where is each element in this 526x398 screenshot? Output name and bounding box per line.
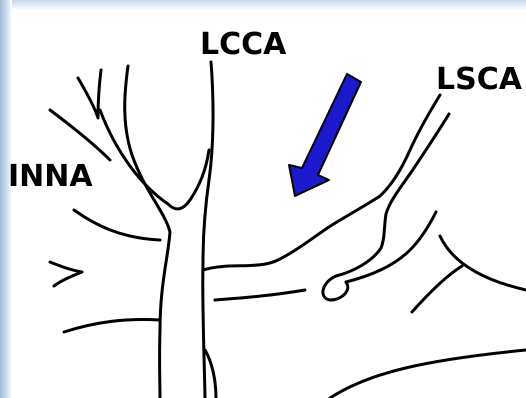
bottom-right-vessel [330,350,526,398]
branch-crotch [100,110,209,209]
bottom-bulge [205,350,216,398]
right-diagonal [412,266,462,312]
arch-lower-connector [215,290,305,300]
lower-left-vessel [64,320,160,333]
label-inna: INNA [8,159,93,194]
lcca-right-wall [203,62,213,398]
small-v-vessel [78,70,101,118]
label-lcca: LCCA [200,27,287,62]
lsca-outer-wall [380,95,440,196]
left-chevron [50,262,82,286]
indicator-arrow [289,74,361,196]
lcca-left-wall [125,66,170,398]
aortic-arch-upper [203,196,380,270]
vessel-outlines [50,62,526,398]
left-branch-wall [50,110,110,160]
inna-vessel [74,210,160,240]
right-branch-up [346,212,436,282]
right-branch-down [440,236,526,290]
blue-arrow-icon [289,74,361,196]
label-lsca: LSCA [436,62,523,97]
